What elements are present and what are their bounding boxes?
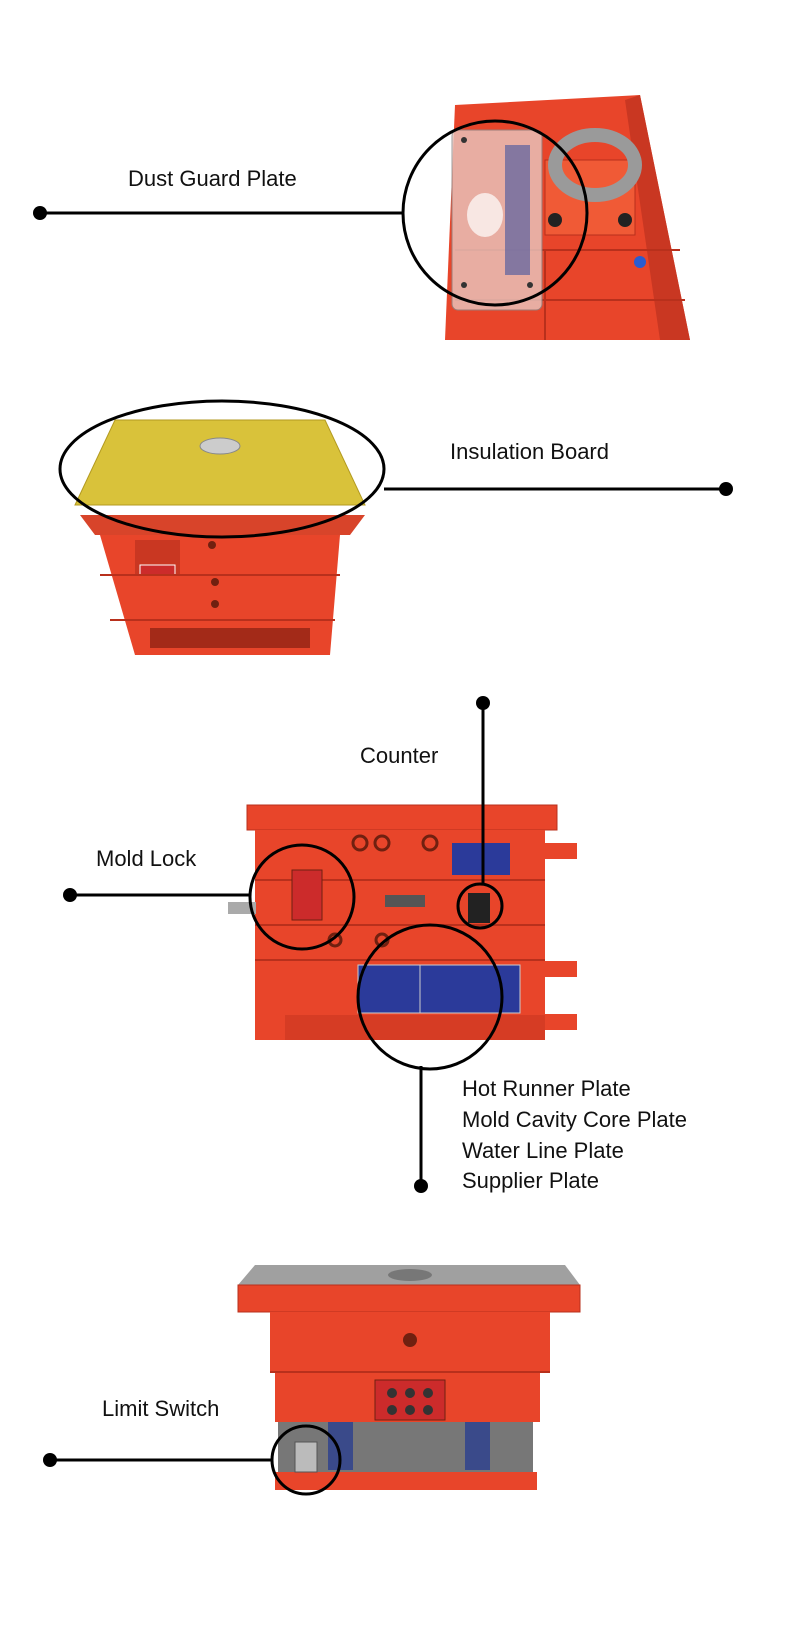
- counter-highlight-circle: [456, 882, 504, 930]
- mold-lock-leader-dot: [63, 888, 77, 902]
- supplier-nameplate: [357, 964, 521, 1014]
- limit-switch-device: [294, 1441, 318, 1473]
- counter-device: [452, 843, 510, 923]
- limit-switch-label: Limit Switch: [102, 1396, 219, 1421]
- mold-photo-side-view: [237, 1265, 581, 1490]
- limit-switch-leader-dot: [43, 1453, 57, 1467]
- insulation-highlight-ellipse: [58, 399, 386, 539]
- counter-label: Counter: [360, 743, 438, 768]
- counter-leader-dot: [476, 696, 490, 710]
- plate-label-supplier: Supplier Plate: [462, 1168, 599, 1193]
- insulation-board: [74, 419, 366, 506]
- dust-guard-plate: [451, 129, 543, 311]
- insulation-leader-dot: [719, 482, 733, 496]
- mold-lock-label: Mold Lock: [96, 846, 197, 871]
- plate-label-water-line: Water Line Plate: [462, 1138, 624, 1163]
- insulation-label: Insulation Board: [450, 439, 609, 464]
- plate-label-hot-runner: Hot Runner Plate: [462, 1076, 631, 1101]
- dust-guard-label: Dust Guard Plate: [128, 166, 297, 191]
- dust-guard-leader-dot: [33, 206, 47, 220]
- mold-lock-highlight-circle: [248, 843, 356, 951]
- plate-label-cavity-core: Mold Cavity Core Plate: [462, 1107, 687, 1132]
- plates-leader-dot: [414, 1179, 428, 1193]
- plates-highlight-circle: [356, 923, 504, 1071]
